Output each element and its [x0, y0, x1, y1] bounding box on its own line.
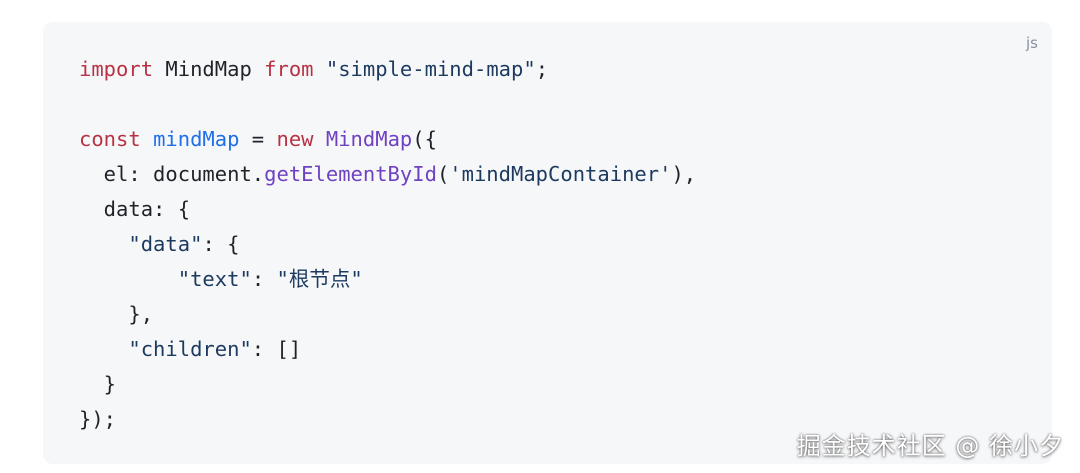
- code-line: import MindMap from "simple-mind-map";: [79, 52, 696, 87]
- code-token: }: [79, 372, 117, 396]
- code-line: "data": {: [79, 227, 696, 262]
- code-token: [79, 337, 128, 361]
- code-line: el: document.getElementById('mindMapCont…: [79, 157, 696, 192]
- code-line: data: {: [79, 192, 696, 227]
- code-token: ),: [671, 162, 697, 186]
- code-token: el: document.: [79, 162, 265, 186]
- watermark: 掘金技术社区 @ 徐小夕: [796, 432, 1064, 460]
- code-token: const: [79, 127, 141, 151]
- code-token: data: {: [79, 197, 191, 221]
- code-token: new: [276, 127, 314, 151]
- code-token: import: [79, 57, 154, 81]
- code-line: const mindMap = new MindMap({: [79, 122, 696, 157]
- code-token: [314, 57, 326, 81]
- code-token: "children": [128, 337, 252, 361]
- code-block: js import MindMap from "simple-mind-map"…: [43, 22, 1052, 464]
- code-token: "data": [128, 232, 203, 256]
- code-token: "simple-mind-map": [325, 57, 536, 81]
- code-token: ({: [412, 127, 437, 151]
- code-line: "text": "根节点": [79, 262, 696, 297]
- code-token: =: [239, 127, 277, 151]
- code-token: ;: [535, 57, 549, 81]
- code-line: }: [79, 367, 696, 402]
- code-token: [79, 267, 178, 291]
- code-token: (: [436, 162, 450, 186]
- code-token: :: [251, 267, 277, 291]
- code-token: from: [264, 57, 314, 81]
- code-token: });: [79, 407, 117, 431]
- code-token: "根节点": [276, 267, 363, 291]
- code-line: });: [79, 402, 696, 437]
- code-token: getElementById: [264, 162, 437, 186]
- code-token: : {: [202, 232, 240, 256]
- code-line: },: [79, 297, 696, 332]
- code-token: [314, 127, 326, 151]
- code-content[interactable]: import MindMap from "simple-mind-map"; co…: [79, 52, 696, 437]
- code-line: "children": []: [79, 332, 696, 367]
- code-token: MindMap: [153, 57, 265, 81]
- code-token: },: [79, 302, 154, 326]
- code-token: [79, 232, 128, 256]
- code-token: [141, 127, 153, 151]
- code-token: "text": [177, 267, 252, 291]
- code-token: mindMap: [153, 127, 240, 151]
- language-badge: js: [1026, 34, 1038, 52]
- code-token: MindMap: [325, 127, 413, 151]
- code-token: : []: [251, 337, 302, 361]
- code-token: 'mindMapContainer': [449, 162, 672, 186]
- code-line: [79, 87, 696, 122]
